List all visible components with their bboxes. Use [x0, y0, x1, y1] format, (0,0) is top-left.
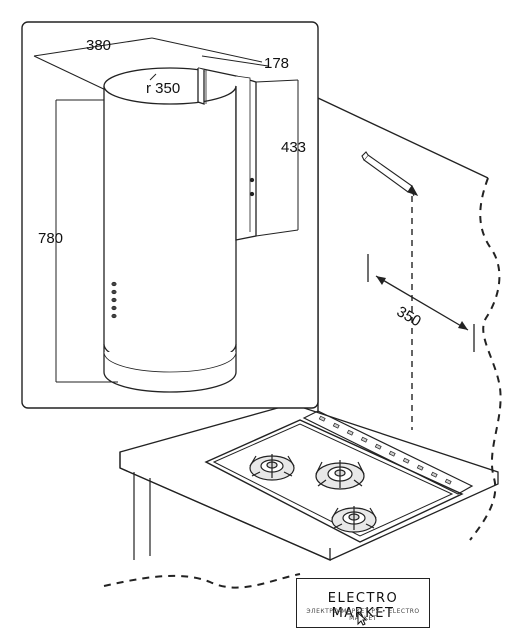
- cursor-arrow-icon: [357, 612, 367, 626]
- dim-178-line: [201, 55, 269, 67]
- dim-350-arrow-left: [376, 276, 386, 285]
- dim-bracket-depth: 178: [264, 55, 289, 72]
- hood-cylinder: [103, 67, 237, 393]
- dim-380-ext-left: [33, 55, 111, 93]
- wall-break-dashed: [469, 177, 502, 541]
- hood-button-4: [111, 305, 117, 311]
- countertop-front-edge: [119, 452, 331, 561]
- dim-radius-leader: [149, 73, 157, 81]
- wall-bracket: [197, 67, 257, 241]
- hob-control-strip: [302, 410, 474, 495]
- burner-back-right: [315, 460, 365, 490]
- hob-outline: [204, 419, 464, 543]
- hob-knob-row: [318, 415, 452, 485]
- watermark-title: ELECTRO MARKET: [327, 591, 399, 621]
- floor-break-dashed: [103, 573, 301, 589]
- countertop-top: [119, 403, 499, 561]
- dim-top-depth: 380: [86, 37, 111, 54]
- kitchen-scene: 350: [103, 97, 502, 589]
- dim-380-ext-right: [151, 37, 263, 63]
- inset-panel: 380 178 r 350 433: [21, 21, 319, 409]
- hood-button-5: [111, 313, 117, 319]
- dim-350-line: [375, 275, 469, 331]
- dim-wall-distance: 350: [394, 303, 424, 330]
- pencil-icon: [361, 151, 419, 196]
- hood-button-2: [111, 289, 117, 295]
- hood-button-1: [111, 281, 117, 287]
- dim-bracket-height: 433: [281, 139, 306, 156]
- center-line-top: [409, 187, 415, 197]
- dim-hood-height: 780: [38, 230, 63, 247]
- hood-button-3: [111, 297, 117, 303]
- wall-top-edge: [317, 97, 489, 179]
- dim-380-line: [33, 37, 153, 57]
- burner-back-left: [249, 454, 295, 481]
- dim-433-ext-top: [255, 79, 299, 83]
- dim-433-ext-bottom: [255, 229, 299, 237]
- dim-350-arrow-right: [458, 321, 468, 330]
- hob-inner: [212, 423, 454, 537]
- burner-front: [331, 506, 377, 533]
- dim-diameter: r 350: [146, 80, 180, 97]
- hood-control-buttons: [111, 281, 117, 319]
- electro-market-watermark: ELECTRO MARKET ЭЛЕКТРО-МАРКЕТ.РУ • ELECT…: [296, 578, 430, 628]
